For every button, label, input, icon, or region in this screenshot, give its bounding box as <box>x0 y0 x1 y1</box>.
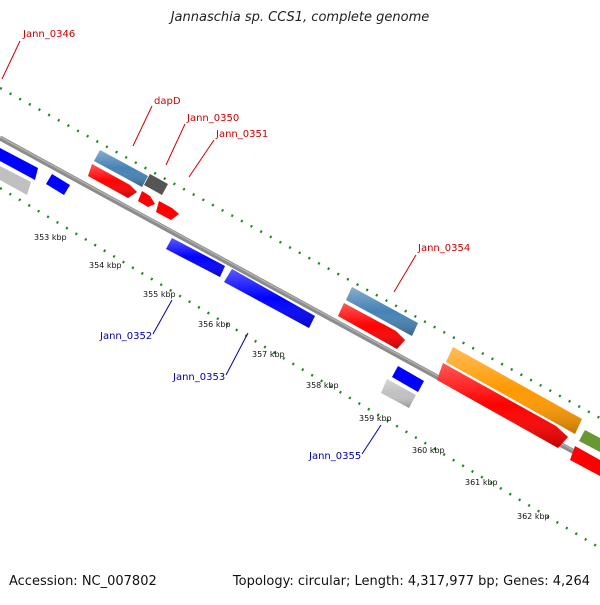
accession-text: Accession: NC_007802 <box>9 574 157 589</box>
kbp-label-362: 362 kbp <box>517 512 550 521</box>
reverse-gene-labels: Jann_0352 Jann_0353 Jann_0355 <box>99 331 361 462</box>
gene-jann-0352[interactable] <box>166 238 225 277</box>
kbp-label-358: 358 kbp <box>306 381 339 390</box>
gene-blue-1[interactable] <box>0 148 38 180</box>
kbp-label-357: 357 kbp <box>252 350 285 359</box>
gene-label-jann-0352[interactable]: Jann_0352 <box>99 331 152 342</box>
kbp-label-356: 356 kbp <box>198 320 231 329</box>
gene-label-jann-0355[interactable]: Jann_0355 <box>308 451 361 462</box>
reverse-strand-genes <box>0 148 424 408</box>
gene-olive[interactable] <box>579 430 600 452</box>
kbp-label-353: 353 kbp <box>34 233 67 242</box>
gene-orange[interactable] <box>446 347 582 434</box>
gene-blue-3[interactable] <box>392 366 424 392</box>
kbp-label-354: 354 kbp <box>89 261 122 270</box>
gene-jann-0350[interactable] <box>144 174 168 195</box>
gene-red-1[interactable] <box>88 164 137 198</box>
gene-jann-0354[interactable] <box>346 287 418 336</box>
gene-label-jann-0346[interactable]: Jann_0346 <box>22 29 75 40</box>
forward-red-features <box>88 164 600 476</box>
gene-label-jann-0353[interactable]: Jann_0353 <box>172 372 225 383</box>
gene-red-3[interactable] <box>156 201 179 220</box>
gene-label-dapd[interactable]: dapD <box>154 96 181 107</box>
gene-red-6[interactable] <box>570 446 600 476</box>
gene-label-jann-0351[interactable]: Jann_0351 <box>215 129 268 140</box>
inner-tick-ring <box>0 186 600 550</box>
kbp-labels: 353 kbp 354 kbp 355 kbp 356 kbp 357 kbp … <box>34 233 550 521</box>
gene-jann-0353[interactable] <box>224 269 315 328</box>
gene-label-jann-0354[interactable]: Jann_0354 <box>417 243 470 254</box>
gene-jann-0355[interactable] <box>381 379 416 408</box>
kbp-label-355: 355 kbp <box>143 290 176 299</box>
gene-gray-1[interactable] <box>0 166 31 195</box>
map-title: Jannaschia sp. CCS1, complete genome <box>170 10 430 25</box>
gene-red-4[interactable] <box>338 303 405 349</box>
forward-strand-genes <box>94 150 600 452</box>
genome-summary-text: Topology: circular; Length: 4,317,977 bp… <box>232 574 590 589</box>
outer-tick-ring <box>0 86 600 420</box>
kbp-label-360: 360 kbp <box>412 446 445 455</box>
gene-red-2[interactable] <box>138 191 155 207</box>
gene-dapD[interactable] <box>94 150 148 187</box>
gene-blue-2[interactable] <box>46 174 70 195</box>
forward-gene-labels: Jann_0346 dapD Jann_0350 Jann_0351 Jann_… <box>22 29 470 254</box>
gene-label-jann-0350[interactable]: Jann_0350 <box>186 113 239 124</box>
kbp-label-361: 361 kbp <box>465 478 498 487</box>
leader-lines <box>1 40 417 455</box>
kbp-label-359: 359 kbp <box>359 414 392 423</box>
gene-red-5[interactable] <box>437 363 568 448</box>
